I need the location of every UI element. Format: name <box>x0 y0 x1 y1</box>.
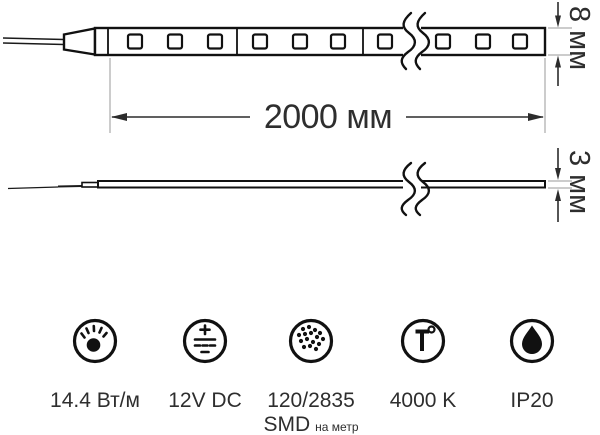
spec-voltage: 12V DC <box>147 317 263 411</box>
led-chips <box>126 33 529 50</box>
dc-voltage-icon <box>182 318 228 364</box>
water-drop-icon <box>509 318 555 364</box>
top-view-drawing: 8 мм 2000 мм <box>2 2 595 136</box>
thickness-label-top: 8 мм <box>563 6 595 70</box>
smd-leds-icon <box>288 318 334 364</box>
smd-label: SMD <box>263 413 311 435</box>
temperature-icon <box>400 318 446 364</box>
connector-plug <box>62 27 97 56</box>
dimension-3mm: 3 мм <box>548 148 595 222</box>
spec-leds: 120/2835 SMD на метр <box>253 317 369 435</box>
break-mark-side <box>400 161 431 217</box>
power-label: 14.4 Вт/м <box>50 389 140 412</box>
per-meter-label: на метр <box>315 420 359 434</box>
voltage-label: 12V DC <box>168 389 242 412</box>
spec-ip-rating: IP20 <box>474 317 590 411</box>
spec-color-temperature: 4000 K <box>365 317 481 411</box>
thickness-label-side: 3 мм <box>563 150 595 214</box>
leds-count-label: 120/2835 <box>267 389 355 412</box>
leds-sub-label: SMD на метр <box>263 414 358 435</box>
break-mark-top <box>400 11 431 71</box>
ip-rating-label: IP20 <box>510 389 554 412</box>
technical-drawing: 8 мм 2000 мм <box>2 2 595 222</box>
color-temperature-label: 4000 K <box>389 389 457 412</box>
light-power-icon <box>72 318 118 364</box>
side-strip-body <box>97 180 546 189</box>
side-connector <box>81 181 99 188</box>
side-wire-sleeve <box>57 185 83 188</box>
side-wire <box>7 186 59 190</box>
length-label: 2000 мм <box>264 98 392 136</box>
connector-wires <box>2 37 65 46</box>
dimension-8mm: 8 мм <box>548 2 595 86</box>
spec-power: 14.4 Вт/м <box>37 317 153 411</box>
dimension-2000mm: 2000 мм <box>109 58 546 136</box>
strip-segment-dividers <box>107 28 364 55</box>
side-view-drawing: 3 мм <box>7 148 595 222</box>
